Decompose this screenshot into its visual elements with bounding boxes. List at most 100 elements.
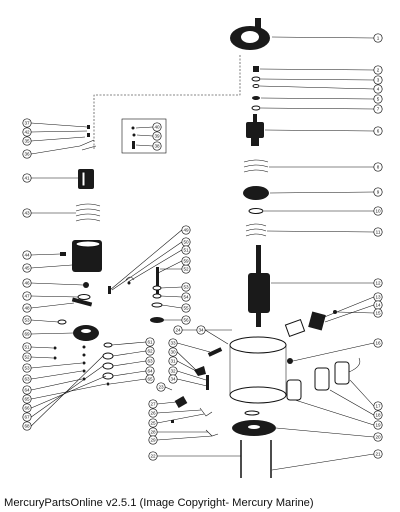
svg-text:46: 46 xyxy=(24,281,30,286)
callout-46: 46 xyxy=(22,278,32,288)
svg-text:65: 65 xyxy=(147,377,153,382)
pinion-drive-assembly xyxy=(246,114,264,146)
leader-line xyxy=(112,370,146,377)
svg-text:55: 55 xyxy=(183,306,189,311)
callout-65: 65 xyxy=(145,374,155,384)
callout-19: 19 xyxy=(373,420,383,430)
leader-line xyxy=(266,230,374,233)
callout-54: 54 xyxy=(181,292,191,302)
terminal-parts xyxy=(171,347,223,437)
leader-line xyxy=(205,329,229,345)
svg-text:1: 1 xyxy=(377,36,380,41)
leader-line xyxy=(135,144,153,147)
svg-text:12: 12 xyxy=(375,281,381,286)
leader-line xyxy=(112,350,146,357)
callout-41: 41 xyxy=(22,173,32,183)
svg-text:29: 29 xyxy=(150,438,156,443)
callout-64: 64 xyxy=(145,366,155,376)
svg-text:54: 54 xyxy=(183,295,189,300)
leader-line xyxy=(160,295,182,298)
svg-text:9: 9 xyxy=(377,190,380,195)
leader-line xyxy=(31,122,88,128)
leader-line xyxy=(31,370,83,380)
leader-line xyxy=(321,296,374,319)
leader-line xyxy=(31,356,54,359)
svg-text:35: 35 xyxy=(24,139,30,144)
callout-29: 29 xyxy=(148,435,158,445)
callout-50: 50 xyxy=(181,237,191,247)
image-caption: MercuryPartsOnline v2.5.1 (Image Copyrig… xyxy=(4,497,314,509)
svg-text:20: 20 xyxy=(375,435,381,440)
brush-holder-parts xyxy=(284,310,337,364)
svg-text:63: 63 xyxy=(24,377,30,382)
callout-53: 53 xyxy=(181,282,191,292)
callout-21: 21 xyxy=(373,449,383,459)
svg-text:10: 10 xyxy=(375,209,381,214)
leader-line xyxy=(31,378,83,391)
callout-45: 45 xyxy=(22,263,32,273)
center-small-parts xyxy=(102,267,164,386)
callout-8: 8 xyxy=(373,162,383,172)
leader-line xyxy=(31,362,83,369)
leader-line xyxy=(136,134,153,137)
spring-lower xyxy=(245,223,267,237)
svg-text:67: 67 xyxy=(24,415,30,420)
leader-line xyxy=(329,389,374,416)
svg-text:24: 24 xyxy=(175,328,181,333)
svg-text:13: 13 xyxy=(375,295,381,300)
callout-31: 31 xyxy=(168,356,178,366)
leader-line xyxy=(31,319,59,323)
svg-text:52: 52 xyxy=(183,267,189,272)
callout-43: 43 xyxy=(22,208,32,218)
leader-line xyxy=(111,341,146,346)
leader-line xyxy=(292,342,374,362)
callout-9: 9 xyxy=(373,187,383,197)
leader-line xyxy=(161,304,182,309)
collar-part xyxy=(243,186,269,200)
solenoid-part xyxy=(78,169,94,189)
svg-text:37: 37 xyxy=(24,121,30,126)
callout-22: 22 xyxy=(148,451,158,461)
svg-text:21: 21 xyxy=(375,452,381,457)
leader-line xyxy=(157,435,213,441)
callout-1: 1 xyxy=(373,33,383,43)
callout-42: 42 xyxy=(22,127,32,137)
callout-7: 7 xyxy=(373,104,383,114)
svg-text:18: 18 xyxy=(375,413,381,418)
svg-text:32: 32 xyxy=(170,369,176,374)
callout-47: 47 xyxy=(22,291,32,301)
svg-text:19: 19 xyxy=(375,423,381,428)
clip-parts xyxy=(79,125,97,151)
callout-52: 52 xyxy=(22,352,32,362)
leader-line xyxy=(31,145,81,155)
callout-16: 16 xyxy=(373,338,383,348)
callout-48: 48 xyxy=(22,303,32,313)
callout-52: 52 xyxy=(181,264,191,274)
svg-text:52: 52 xyxy=(24,355,30,360)
inset-box xyxy=(121,118,167,154)
callout-4: 4 xyxy=(373,84,383,94)
svg-text:66: 66 xyxy=(24,406,30,411)
callout-32: 32 xyxy=(168,366,178,376)
svg-text:11: 11 xyxy=(376,230,381,235)
leader-line xyxy=(31,346,54,349)
leader-line xyxy=(31,375,107,409)
leader-line xyxy=(264,129,374,132)
leader-line xyxy=(275,427,374,438)
leader-line xyxy=(165,386,173,391)
svg-text:17: 17 xyxy=(375,404,381,409)
leader-line xyxy=(259,68,374,71)
callout-55: 55 xyxy=(181,303,191,313)
dashed-wire-line xyxy=(93,55,241,150)
svg-text:34: 34 xyxy=(198,328,204,333)
svg-text:34: 34 xyxy=(170,377,176,382)
small-left-parts xyxy=(57,282,99,341)
svg-text:6: 6 xyxy=(377,129,380,134)
callout-53: 53 xyxy=(22,315,32,325)
callout-69: 69 xyxy=(22,329,32,339)
leader-line xyxy=(31,264,73,269)
svg-text:51: 51 xyxy=(24,345,30,350)
leader-line xyxy=(160,286,182,289)
callout-14: 14 xyxy=(373,300,383,310)
callout-24: 24 xyxy=(173,325,183,335)
